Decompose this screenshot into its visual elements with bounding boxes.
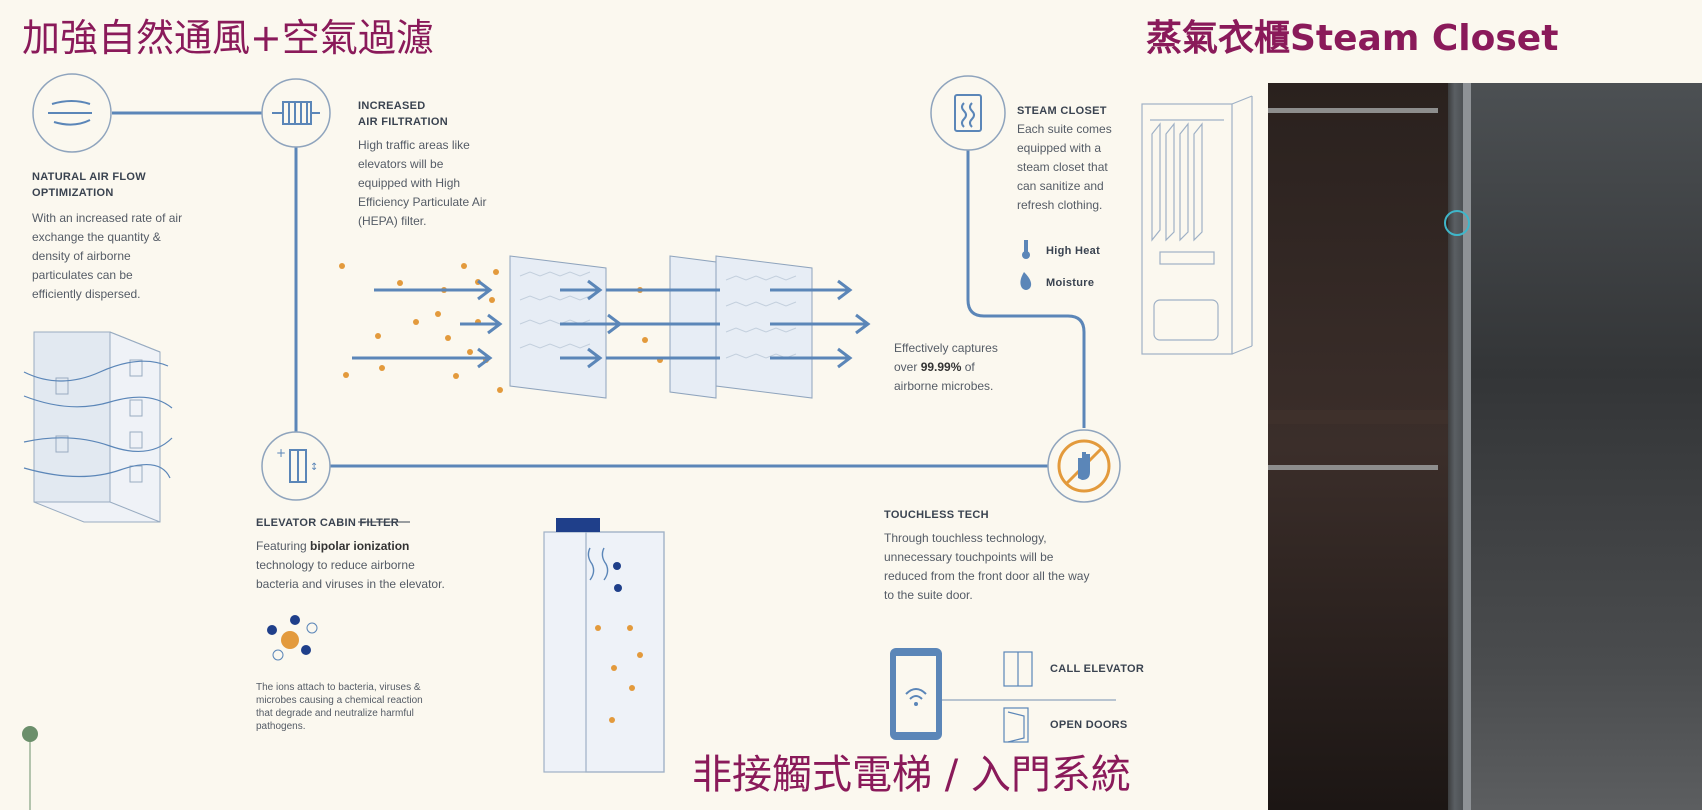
- steam-icon: [954, 94, 982, 132]
- steam-icon-circle: [930, 75, 1006, 151]
- ion-cluster-icon: [267, 615, 318, 661]
- moisture-label: Moisture: [1046, 277, 1095, 289]
- svg-text:↕: ↕: [310, 462, 318, 473]
- flow-arrows: [352, 279, 871, 369]
- touchless-body: Through touchless technology,unnecessary…: [884, 531, 1090, 602]
- steam-closet-photo: [1268, 83, 1702, 810]
- elevator-filter-body: Featuring bipolar ionization technology …: [256, 539, 445, 591]
- filter-panels: [509, 255, 813, 399]
- connector-lines: [112, 111, 1086, 468]
- steam-closet-title: STEAM CLOSET: [1017, 105, 1107, 117]
- high-heat-icon: [1022, 240, 1030, 259]
- high-heat-label: High Heat: [1046, 245, 1101, 257]
- svg-text:+: +: [276, 446, 286, 460]
- heading-ventilation: 加強自然通風+空氣過濾: [22, 16, 434, 60]
- cabin-filter-unit: [556, 518, 600, 532]
- cabin-particles: [595, 625, 643, 723]
- ions-note: The ions attach to bacteria, viruses &mi…: [256, 682, 423, 732]
- ionizer-icon: + ↕: [276, 446, 318, 483]
- hepa-icon: [272, 101, 320, 125]
- call-elevator-label: CALL ELEVATOR: [1050, 663, 1145, 675]
- no-touch-icon: [1057, 439, 1111, 493]
- door-icon: [1003, 707, 1029, 743]
- phone-icon: [890, 648, 942, 740]
- building-illustration: [33, 331, 161, 523]
- touchless-title: TOUCHLESS TECH: [884, 509, 989, 521]
- capture-stat: Effectively captures over 99.99% of airb…: [894, 341, 998, 393]
- moisture-icon: [1020, 272, 1032, 290]
- airflow-arrows: [23, 360, 173, 479]
- heading-steam-closet: 蒸氣衣櫃Steam Closet: [1146, 18, 1559, 59]
- elevator-cabin-illustration: [543, 531, 665, 773]
- steam-closet-illustration: [1141, 95, 1253, 355]
- timeline-dot: [22, 726, 38, 742]
- elevator-filter-title: ELEVATOR CABIN FILTER: [256, 517, 399, 529]
- heading-touchless-system: 非接觸式電梯 / 入門系統: [692, 752, 1131, 798]
- open-doors-label: OPEN DOORS: [1050, 719, 1128, 731]
- wind-icon: [48, 100, 92, 126]
- cabin-filter-icon-circle: [261, 431, 331, 501]
